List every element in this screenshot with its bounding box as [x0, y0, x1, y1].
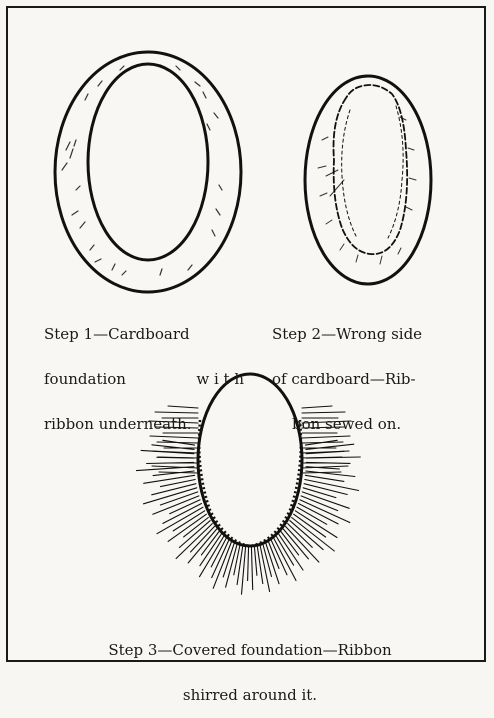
step1-caption-line2b: w i t h [196, 372, 244, 387]
ribbon-ray [288, 524, 313, 548]
step1-caption-line3: ribbon underneath. [44, 417, 244, 432]
ribbon-ray [271, 540, 287, 575]
step2-caption-line2: of cardboard—Rib- [272, 372, 472, 387]
ribbon-ray [257, 545, 263, 584]
ribbon-ray [173, 511, 205, 531]
ribbon-ray [188, 529, 217, 563]
ribbon-ray [304, 484, 347, 495]
ribbon-ray [302, 472, 341, 473]
ribbon-ray [237, 545, 243, 585]
ribbon-ray [213, 541, 232, 588]
ribbon-ray [303, 488, 336, 498]
ribbon-ray [157, 507, 203, 534]
ribbon-ray [159, 472, 198, 473]
ribbon-ray [248, 546, 249, 581]
ribbon-ray [144, 475, 195, 483]
step3-caption-line2: shirred around it. [60, 688, 440, 703]
ribbon-ray [305, 480, 359, 491]
step3-caption: Step 3—Covered foundation—Ribbon shirred… [60, 613, 440, 718]
ribbon-ray [254, 545, 257, 575]
ribbon-ray [276, 536, 294, 565]
ribbon-ray [299, 504, 339, 524]
ribbon-ray [251, 546, 252, 590]
step1-caption-line2: foundation w i t h [44, 372, 244, 387]
ribbon-ray [274, 538, 297, 581]
ribbon-ray [191, 526, 215, 552]
ribbon-ray [163, 504, 202, 524]
step1-ring [55, 52, 241, 292]
ribbon-ray [152, 484, 196, 495]
step2-caption-line3: bon sewed on. [272, 417, 472, 432]
ribbon-ray [295, 511, 337, 538]
step2-caption: Step 2—Wrong side of cardboard—Rib- bon … [272, 297, 472, 447]
step1-caption-line2a: foundation [44, 372, 126, 387]
step1-caption-line1: Step 1—Cardboard [44, 327, 244, 342]
step1-caption: Step 1—Cardboard foundation w i t h ribb… [44, 297, 244, 447]
step2-caption-line1: Step 2—Wrong side [272, 327, 472, 342]
step3-caption-line1: Step 3—Covered foundation—Ribbon [60, 643, 440, 658]
step2-ring [305, 76, 431, 284]
